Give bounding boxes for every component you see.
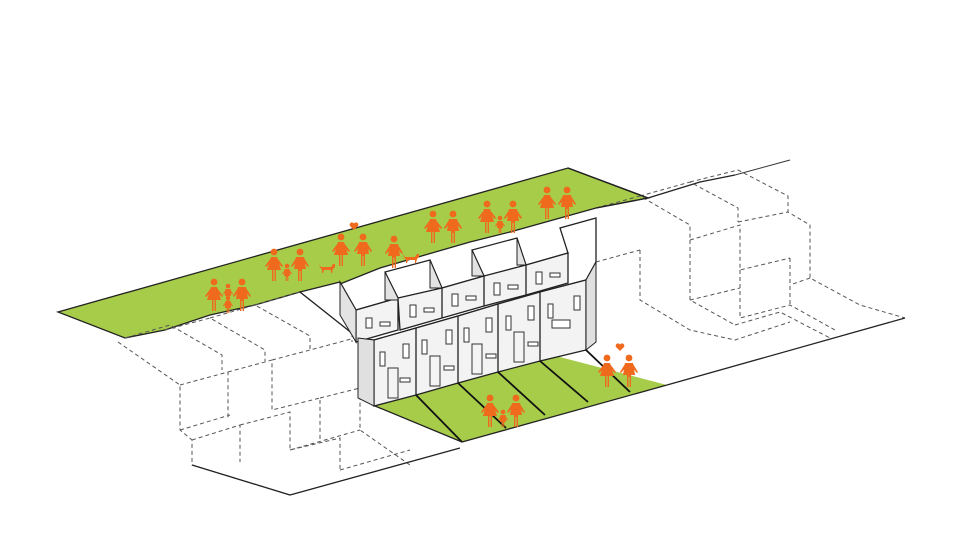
lower-windows-doors	[379, 295, 581, 399]
garden-dividers	[415, 349, 631, 443]
private-gardens	[375, 356, 667, 442]
upper-windows	[365, 271, 561, 329]
ghost-terrace-right	[595, 159, 906, 386]
heart-icon	[615, 343, 625, 351]
upper-edge	[567, 167, 736, 209]
upper-sides	[339, 237, 527, 344]
lower-sides	[357, 260, 597, 407]
upper-facades	[355, 252, 569, 343]
ghost-terrace-left	[117, 291, 461, 496]
terrace-row	[298, 217, 668, 443]
